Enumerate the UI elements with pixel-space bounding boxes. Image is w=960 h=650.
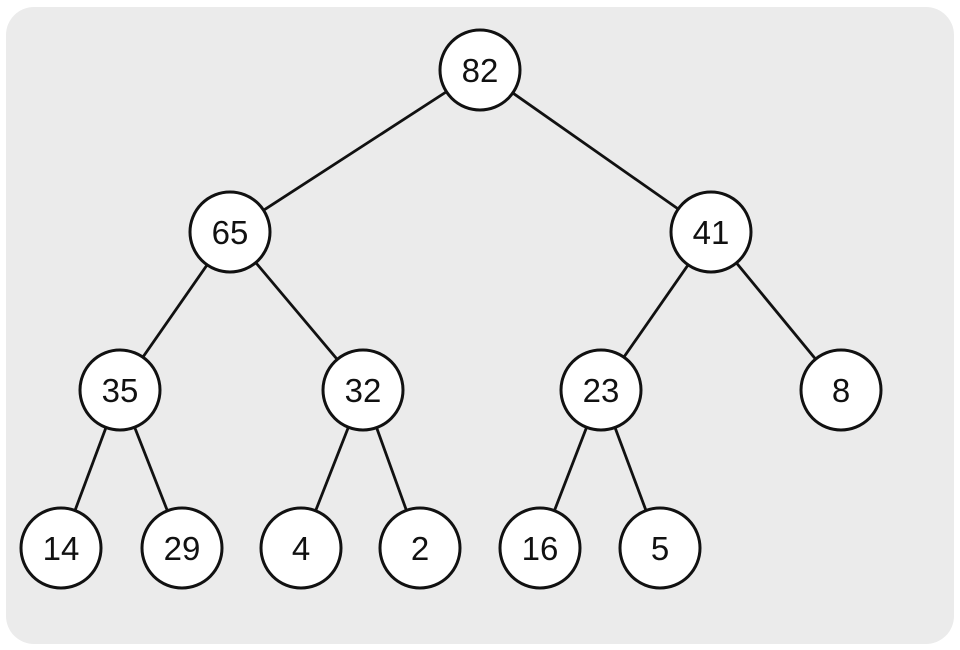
tree-node-label: 2 — [411, 530, 429, 567]
tree-node-circle — [378, 506, 462, 590]
tree-node-8: 8 — [799, 348, 883, 432]
tree-nodes: 82 65 41 35 32 23 8 14 29 4 2 16 5 — [19, 28, 883, 590]
panel-background — [6, 7, 954, 644]
tree-node-label: 32 — [345, 372, 382, 409]
tree-edge-82-41 — [479, 68, 712, 234]
tree-node-65: 65 — [188, 190, 272, 274]
tree-node-circle — [19, 506, 103, 590]
tree-node-circle — [259, 506, 343, 590]
tree-node-label: 16 — [522, 530, 559, 567]
tree-node-16: 16 — [498, 506, 582, 590]
tree-node-circle — [321, 348, 405, 432]
tree-node-circle — [799, 348, 883, 432]
tree-node-35: 35 — [78, 348, 162, 432]
tree-node-label: 35 — [102, 372, 139, 409]
tree-node-label: 29 — [164, 530, 201, 567]
tree-node-circle — [78, 348, 162, 432]
tree-node-circle — [188, 190, 272, 274]
tree-node-label: 8 — [832, 372, 850, 409]
tree-node-label: 4 — [292, 530, 310, 567]
tree-node-2: 2 — [378, 506, 462, 590]
tree-node-circle — [618, 506, 702, 590]
tree-node-label: 23 — [583, 372, 620, 409]
tree-node-label: 65 — [212, 214, 249, 251]
tree-node-label: 41 — [693, 214, 730, 251]
tree-node-32: 32 — [321, 348, 405, 432]
tree-node-label: 5 — [651, 530, 669, 567]
tree-node-41: 41 — [669, 190, 753, 274]
tree-node-label: 14 — [43, 530, 80, 567]
tree-node-circle — [669, 190, 753, 274]
tree-node-circle — [438, 28, 522, 112]
tree-node-23: 23 — [559, 348, 643, 432]
tree-node-circle — [559, 348, 643, 432]
tree-node-14: 14 — [19, 506, 103, 590]
tree-node-circle — [498, 506, 582, 590]
tree-node-circle — [140, 506, 224, 590]
tree-node-5: 5 — [618, 506, 702, 590]
tree-edge-82-65 — [229, 68, 481, 234]
tree-node-29: 29 — [140, 506, 224, 590]
tree-node-82: 82 — [438, 28, 522, 112]
tree-node-4: 4 — [259, 506, 343, 590]
tree-node-label: 82 — [462, 52, 499, 89]
